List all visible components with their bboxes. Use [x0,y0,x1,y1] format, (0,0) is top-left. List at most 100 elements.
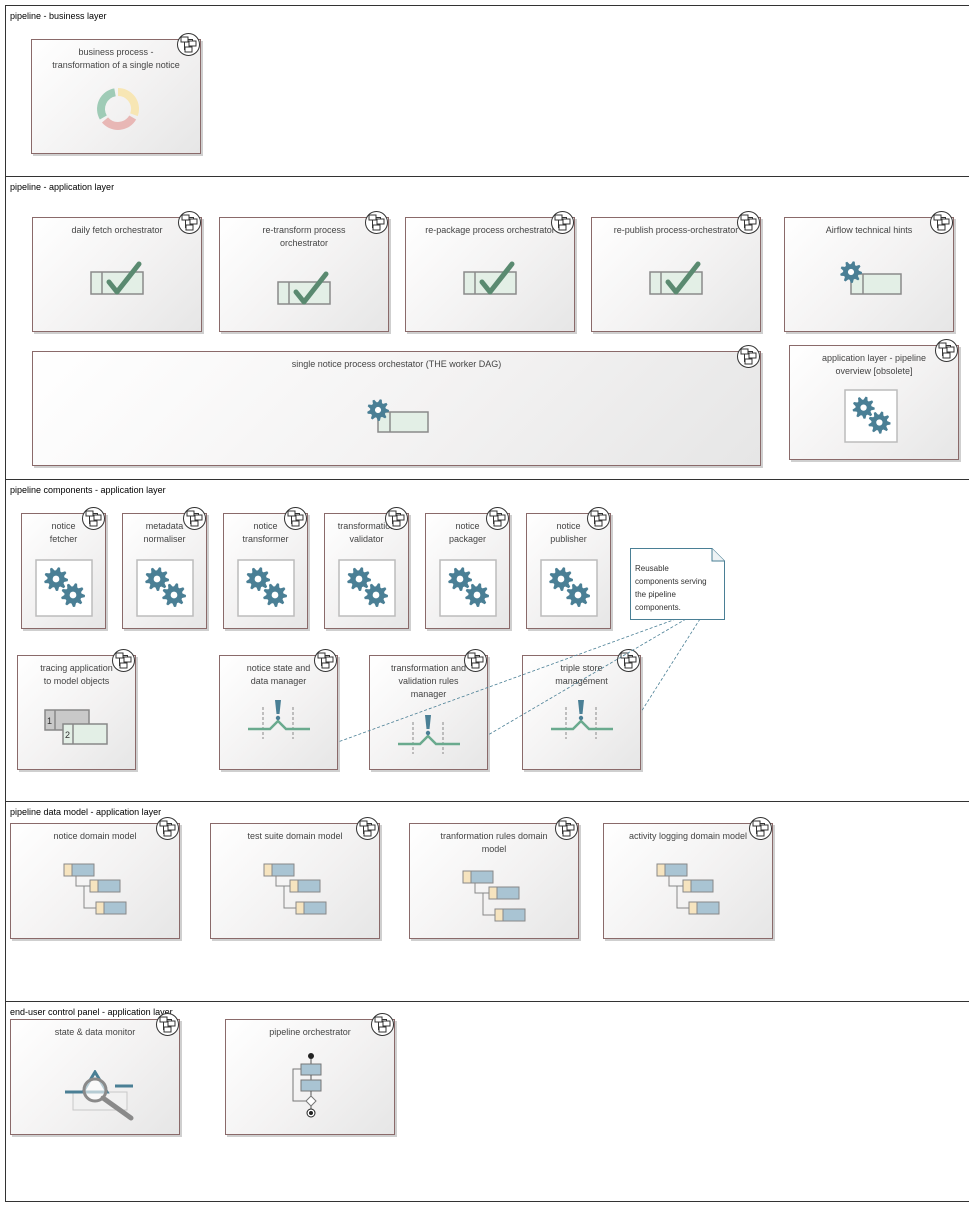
magnifier-monitor-icon [63,1069,137,1127]
element-label-line: fetcher [49,534,78,544]
check-box-icon [463,261,517,295]
class-tree-icon [262,862,330,923]
element-re-publish[interactable]: re-publish process-orchestrator [591,211,761,332]
diagram-link-icon[interactable] [385,507,408,530]
element-label: tracing application to model objects [22,662,131,688]
element-re-package[interactable]: re-package process orchestrator [405,211,575,332]
element-label-line: activity logging domain model [628,831,748,841]
diagram-link-icon[interactable] [930,211,953,234]
diagram-link-icon[interactable] [371,1013,394,1036]
class-tree-icon [62,862,130,923]
element-single-notice[interactable]: single notice process orchestator (THE w… [32,345,761,466]
element-pipeline-orchestrator[interactable]: pipeline orchestrator [225,1013,395,1135]
gears-component-icon [540,559,598,622]
diagram-link-icon[interactable] [82,507,105,530]
diagram-link-icon [287,510,304,527]
element-label-line: model [481,844,507,854]
diagram-link-icon[interactable] [749,817,772,840]
diagram-link-icon [159,1016,176,1033]
exclamation-event-icon [246,699,312,746]
element-notice-packager[interactable]: notice packager [425,507,510,629]
element-label-line: notice [455,521,480,531]
class-tree-icon [461,869,529,930]
diagram-link-icon[interactable] [737,345,760,368]
gear-component-icon [840,261,902,295]
diagram-link-icon[interactable] [112,649,135,672]
diagram-link-icon[interactable] [177,33,200,56]
check-box-icon [89,260,147,303]
diagram-link-icon[interactable] [356,817,379,840]
element-airflow-hints[interactable]: Airflow technical hints [784,211,954,332]
element-test-suite-domain[interactable]: test suite domain model [210,817,380,939]
element-daily-fetch[interactable]: daily fetch orchestrator [32,211,202,332]
element-business-process[interactable]: business process -transformation of a si… [31,33,201,154]
element-label-line: validation rules [398,676,459,686]
gears-component-icon [844,389,898,443]
diagram-link-icon[interactable] [617,649,640,672]
diagram-link-icon[interactable] [156,817,179,840]
diagram-link-icon [740,214,757,231]
class-tree-icon [462,870,526,922]
element-activity-logging-domain[interactable]: activity logging domain model [603,817,773,939]
diagram-link-icon[interactable] [737,211,760,234]
element-state-monitor[interactable]: state & data monitor [10,1013,180,1135]
diagram-link-icon[interactable] [555,817,578,840]
gears-component-icon [35,559,93,622]
gear-component-icon [366,398,430,439]
diagram-link-icon [467,652,484,669]
gears-component-icon [439,559,497,617]
business-process-donut-icon [97,87,140,130]
lane-data-model: pipeline data model - application layer [5,801,969,817]
diagram-link-icon[interactable] [551,211,574,234]
element-label-line: to model objects [43,676,110,686]
element-label: business process -transformation of a si… [36,46,196,72]
element-label-line: Airflow technical hints [825,225,913,235]
diagram-link-icon [558,820,575,837]
element-label-line: tracing application [40,663,113,673]
diagram-link-icon [159,820,176,837]
element-notice-domain[interactable]: notice domain model [10,817,180,939]
element-label-line: single notice process orchestator (THE w… [291,359,502,369]
diagram-link-icon [938,342,955,359]
gears-component-icon [136,559,194,622]
activity-flow-icon [292,1053,322,1118]
diagram-link-icon[interactable] [156,1013,179,1036]
element-label: re-publish process-orchestrator [596,224,756,237]
element-label: re-package process orchestrator [410,224,570,237]
gear-component-icon [839,260,903,301]
element-label-line: metadata [145,521,184,531]
diagram-link-icon[interactable] [183,507,206,530]
diagram-link-icon[interactable] [284,507,307,530]
check-box-icon [276,270,334,313]
check-box-icon [90,261,144,295]
diagram-link-icon [368,214,385,231]
diagram-link-icon[interactable] [178,211,201,234]
element-label-line: test suite domain model [247,831,343,841]
diagram-link-icon[interactable] [365,211,388,234]
element-label-line: re-package process orchestrator [425,225,555,235]
diagram-link-icon[interactable] [486,507,509,530]
gears-component-icon [136,559,194,617]
element-label-line: packager [448,534,487,544]
element-label: single notice process orchestator (THE w… [37,358,756,371]
diagram-link-icon[interactable] [587,507,610,530]
lane-title: pipeline - business layer [10,11,107,21]
diagram-link-icon[interactable] [935,339,958,362]
numbered-boxes-icon: 12 [44,709,108,745]
diagram-link-icon[interactable] [314,649,337,672]
exclamation-event-icon [396,714,462,761]
diagram-link-icon[interactable] [464,649,487,672]
